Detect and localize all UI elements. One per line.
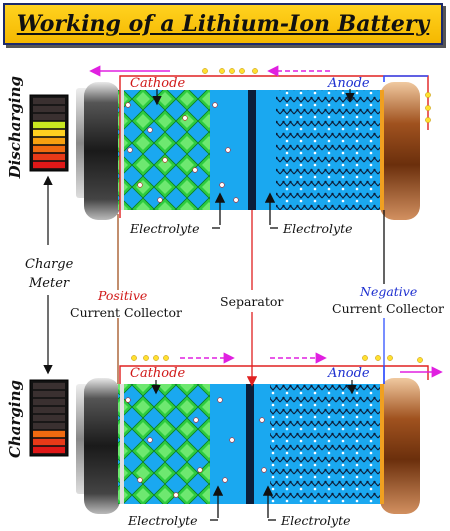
charge-meter-top-level-3: [33, 145, 65, 153]
charge-meter-bottom-level-9: [33, 382, 65, 390]
positive-current-collector-label: Current Collector: [70, 305, 183, 320]
battery-top: [76, 82, 420, 220]
electrolyte-label-bottom-left: Electrolyte: [128, 513, 198, 528]
wire-top-blue: [383, 75, 428, 82]
separator-label: Separator: [220, 294, 284, 309]
battery-top-cathode: [118, 90, 210, 210]
electrolyte-label-top-left: Electrolyte: [130, 221, 200, 236]
battery-bottom: [76, 378, 420, 514]
charge-meter-bottom-levels: [33, 382, 65, 454]
charge-meter-top-level-8: [33, 105, 65, 113]
battery-top-separator: [248, 90, 256, 210]
battery-bottom-ions: [125, 397, 267, 498]
battery-top-positive-collector: [120, 90, 124, 210]
charge-meter-top-level-7: [33, 113, 65, 121]
battery-top-ions: [125, 102, 239, 203]
anode-label-bottom: Anode: [328, 366, 370, 381]
battery-bottom-shell-right: [380, 378, 420, 514]
charge-meter-bottom-level-6: [33, 406, 65, 414]
electrolyte-label-top-right: Electrolyte: [283, 221, 353, 236]
charge-meter-bottom-level-2: [33, 438, 65, 446]
battery-bottom-separator: [246, 384, 254, 504]
electrons-top: [202, 68, 431, 123]
battery-top-negative-collector: [380, 90, 384, 210]
charge-meter-top-level-5: [33, 129, 65, 137]
charge-meter-top-level-2: [33, 153, 65, 161]
battery-bottom-shell-left: [84, 378, 120, 514]
battery-bottom-cathode: [118, 384, 210, 504]
battery-top-shell-right: [380, 82, 420, 220]
charge-meter-bottom-level-5: [33, 414, 65, 422]
battery-bottom-positive-collector: [120, 384, 124, 504]
cathode-label-top: Cathode: [130, 76, 186, 91]
battery-top-anode: [276, 90, 380, 210]
battery-bottom-negative-collector: [380, 384, 384, 504]
page-title: Working of a Lithium-Ion Battery: [16, 11, 430, 37]
cathode-label-bottom: Cathode: [130, 366, 186, 381]
charge-meter-top-levels: [33, 97, 65, 169]
charge-meter-bottom-level-8: [33, 390, 65, 398]
electrons-bottom: [131, 355, 423, 363]
charge-meter-bottom-level-3: [33, 430, 65, 438]
charge-meter-top-level-6: [33, 121, 65, 129]
battery-bottom-anode: [270, 384, 380, 504]
charge-meter-bottom-level-7: [33, 398, 65, 406]
electrolyte-label-bottom-right: Electrolyte: [281, 513, 351, 528]
charge-meter-top-level-9: [33, 97, 65, 105]
charge-meter-top-level-4: [33, 137, 65, 145]
negative-current-collector-label: Current Collector: [332, 301, 445, 316]
charge-meter-bottom-level-4: [33, 422, 65, 430]
charge-meter-label-line2: Meter: [29, 276, 70, 291]
charge-meter-top-level-1: [33, 161, 65, 169]
wire-bottom-red: [119, 365, 429, 384]
battery-top-shell-left: [84, 82, 120, 220]
positive-label: Positive: [98, 288, 148, 303]
charge-meter-bottom-level-1: [33, 446, 65, 454]
title-banner: Working of a Lithium-Ion Battery: [3, 3, 443, 45]
charge-meter-label-line1: Charge: [25, 257, 74, 272]
negative-label: Negative: [360, 284, 418, 299]
anode-label-top: Anode: [328, 76, 370, 91]
